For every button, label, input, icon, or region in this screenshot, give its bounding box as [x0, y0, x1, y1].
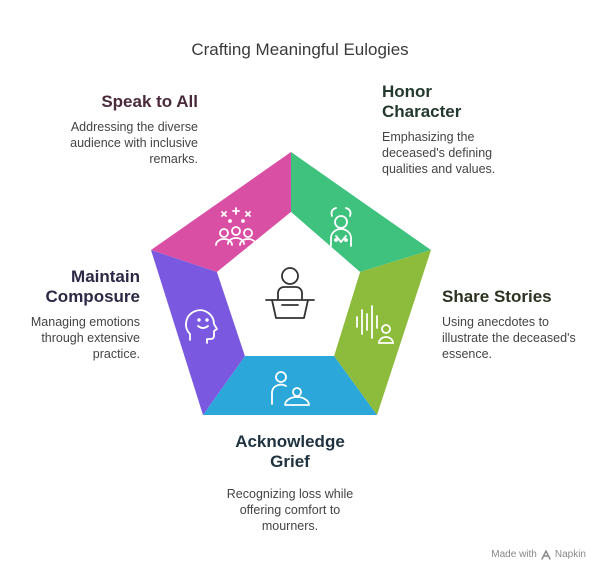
- segment-share-stories: [334, 250, 431, 415]
- section-description: Using anecdotes to illustrate the deceas…: [442, 315, 576, 361]
- section-heading: Maintain Composure: [45, 267, 140, 306]
- made-with-label: Made with: [491, 549, 537, 560]
- section-heading: Share Stories: [442, 287, 552, 306]
- section-description: Addressing the diverse audience with inc…: [70, 120, 198, 166]
- section-share-stories: Share Stories Using anecdotes to illustr…: [442, 287, 592, 362]
- section-heading: Honor Character: [382, 82, 462, 121]
- section-description: Recognizing loss while offering comfort …: [226, 487, 354, 533]
- section-acknowledge-grief: Acknowledge Grief Recognizing loss while…: [190, 432, 390, 534]
- segment-speak-to-all: [151, 152, 291, 272]
- section-heading: Acknowledge Grief: [235, 432, 345, 471]
- audience-icon: [215, 207, 257, 246]
- section-heading: Speak to All: [101, 92, 198, 111]
- speaker-podium-icon: [265, 267, 315, 319]
- segment-honor-character: [291, 152, 431, 272]
- segment-maintain-composure: [151, 250, 245, 415]
- made-with-napkin-badge[interactable]: Made with Napkin: [491, 549, 586, 560]
- section-description: Managing emotions through extensive prac…: [30, 315, 140, 361]
- section-speak-to-all: Speak to All Addressing the diverse audi…: [40, 92, 198, 167]
- brand-label: Napkin: [554, 549, 586, 560]
- voice-wave-icon: [356, 305, 394, 344]
- page-title: Crafting Meaningful Eulogies: [191, 40, 409, 59]
- segment-acknowledge-grief: [203, 356, 377, 415]
- laurel-person-icon: [330, 207, 352, 247]
- calm-face-icon: [185, 309, 218, 344]
- section-honor-character: Honor Character Emphasizing the deceased…: [382, 82, 572, 177]
- section-maintain-composure: Maintain Composure Managing emotions thr…: [10, 267, 140, 362]
- section-description: Emphasizing the deceased's defining qual…: [382, 130, 496, 176]
- comfort-embrace-icon: [271, 371, 310, 406]
- napkin-logo-icon: [541, 549, 551, 560]
